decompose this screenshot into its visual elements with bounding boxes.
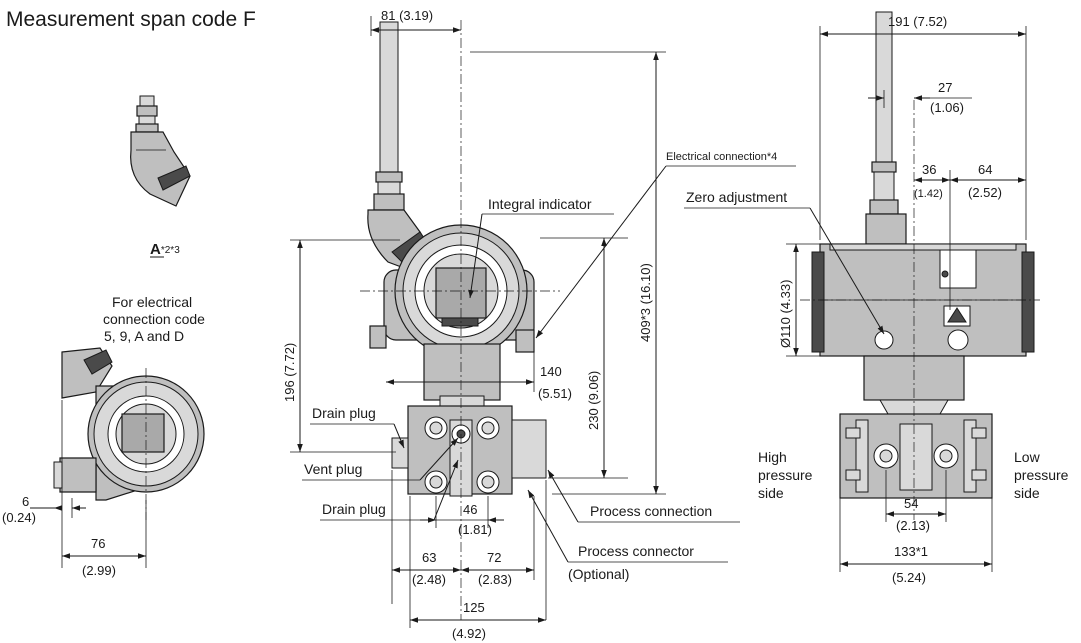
dim-76-in: (2.99) bbox=[82, 563, 116, 578]
dim-36-in: (1.42) bbox=[914, 188, 943, 200]
dim-140-in: (5.51) bbox=[538, 386, 572, 401]
side-caption-line-3: 5, 9, A and D bbox=[104, 328, 184, 344]
dim-196: 196 (7.72) bbox=[282, 343, 297, 402]
side-view: For electrical connection code 5, 9, A a… bbox=[2, 294, 205, 578]
dim-72-in: (2.83) bbox=[478, 572, 512, 587]
dim-409: 409*3 (16.10) bbox=[638, 263, 653, 342]
dim-125: 125 bbox=[463, 600, 485, 615]
side-caption-line-1: For electrical bbox=[112, 294, 192, 310]
low-side-line-3: side bbox=[1014, 485, 1040, 501]
dim-125-in: (4.92) bbox=[452, 626, 486, 641]
high-side-line-1: High bbox=[758, 449, 787, 465]
dim-64: 64 bbox=[978, 162, 992, 177]
high-side-line-3: side bbox=[758, 485, 784, 501]
dim-46: 46 bbox=[463, 502, 477, 517]
label-integral-indicator: Integral indicator bbox=[488, 196, 592, 212]
label-process-connection: Process connection bbox=[590, 503, 712, 519]
side-caption-line-2: connection code bbox=[103, 311, 205, 327]
label-zero-adjustment: Zero adjustment bbox=[686, 189, 787, 205]
dim-36: 36 bbox=[922, 162, 936, 177]
dim-64-in: (2.52) bbox=[968, 185, 1002, 200]
dim-191: 191 (7.52) bbox=[888, 14, 947, 29]
dim-dia110: Ø110 (4.33) bbox=[778, 280, 793, 348]
label-electrical-connection: Electrical connection*4 bbox=[666, 151, 777, 163]
dim-6: 6 bbox=[22, 494, 29, 509]
dim-230: 230 (9.06) bbox=[586, 371, 601, 430]
dim-63: 63 bbox=[422, 550, 436, 565]
right-view: 191 (7.52) 27 (1.06) 36 (1.42) 64 (2.52)… bbox=[684, 11, 1069, 585]
dim-54: 54 bbox=[904, 496, 918, 511]
high-side-line-2: pressure bbox=[758, 467, 813, 483]
dim-54-in: (2.13) bbox=[896, 518, 930, 533]
low-side-line-2: pressure bbox=[1014, 467, 1069, 483]
label-process-connector: Process connector bbox=[578, 543, 694, 559]
dim-46-in: (1.81) bbox=[458, 522, 492, 537]
low-side-line-1: Low bbox=[1014, 449, 1041, 465]
dim-81: 81 (3.19) bbox=[381, 8, 433, 23]
page-title: Measurement span code F bbox=[6, 8, 256, 31]
label-vent-plug: Vent plug bbox=[304, 461, 362, 477]
label-drain-plug-bottom: Drain plug bbox=[322, 501, 386, 517]
view-a-note: *2*3 bbox=[161, 245, 180, 256]
label-drain-plug-top: Drain plug bbox=[312, 405, 376, 421]
dim-27-in: (1.06) bbox=[930, 100, 964, 115]
dim-133-in: (5.24) bbox=[892, 570, 926, 585]
dim-6-in: (0.24) bbox=[2, 510, 36, 525]
view-a: A*2*3 bbox=[130, 95, 191, 258]
front-view: 81 (3.19) 409*3 (16.10) 230 (9.06) 196 (… bbox=[282, 8, 796, 641]
dim-133: 133*1 bbox=[894, 544, 928, 559]
view-a-label: A*2*3 bbox=[150, 241, 180, 258]
label-optional: (Optional) bbox=[568, 566, 629, 582]
dim-27: 27 bbox=[938, 80, 952, 95]
dim-76: 76 bbox=[91, 536, 105, 551]
dim-63-in: (2.48) bbox=[412, 572, 446, 587]
dim-140: 140 bbox=[540, 364, 562, 379]
dim-72: 72 bbox=[487, 550, 501, 565]
